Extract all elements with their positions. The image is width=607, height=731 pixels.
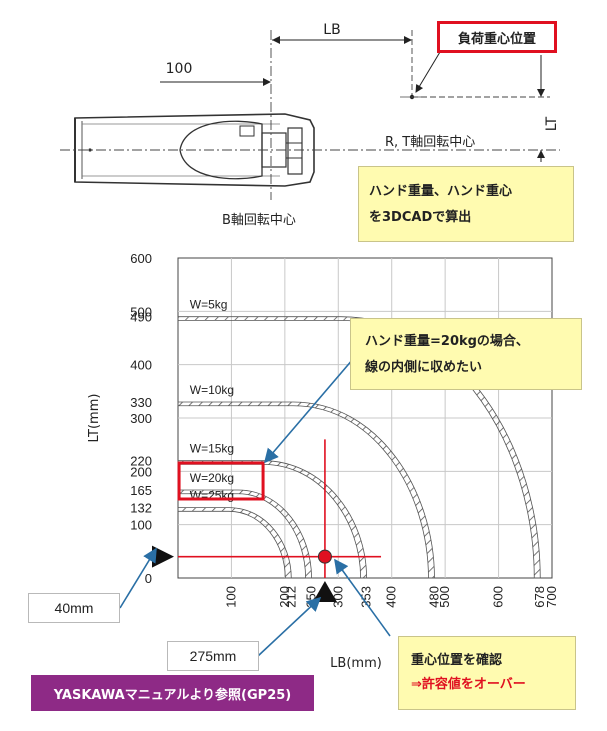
hand-note-line-2: 線の内側に収めたい (365, 360, 483, 375)
hand-weight-note: ハンド重量=20kgの場合、 線の内側に収めたい (350, 318, 582, 390)
load-curve-label: W=20kg (190, 471, 234, 485)
lt-40mm-tag: 40mm (28, 593, 120, 623)
callout-arrows (119, 344, 391, 657)
dimension-100-label: 100 (166, 61, 193, 77)
chart-highlight (152, 439, 382, 602)
x-tick-label: 480 (426, 586, 441, 608)
y-tick-label: 500 (130, 304, 152, 319)
cad-note-line-1: ハンド重量、ハンド重心 (369, 184, 513, 199)
load-curve-band (177, 507, 292, 579)
wrist-drawing: LB 100 LT R, T軸回転中心 B軸回転中心 (60, 22, 560, 228)
load-center-label: 負荷重心位置 (437, 21, 557, 53)
x-tick-label: 678 (532, 586, 547, 608)
y-tick-label: 400 (130, 358, 152, 373)
rt-axis-label: R, T軸回転中心 (385, 135, 475, 150)
y-axis-label: LT(mm) (87, 394, 102, 443)
w20-highlight-box (177, 461, 265, 501)
x-tick-label: 700 (544, 586, 559, 608)
check-note-line-1: 重心位置を確認 (411, 653, 503, 668)
x-tick-label: 100 (223, 586, 238, 608)
y-tick-label: 330 (130, 395, 152, 410)
lt-marker-triangle (152, 545, 174, 568)
center-check-note: 重心位置を確認 ⇒許容値をオーバー (398, 636, 576, 710)
b-axis-label: B軸回転中心 (222, 213, 296, 228)
x-tick-label: 200 (277, 586, 292, 608)
x-tick-label: 300 (330, 586, 345, 608)
x-tick-label: 500 (437, 586, 452, 608)
lb-275mm-tag: 275mm (167, 641, 259, 671)
y-tick-label: 0 (145, 571, 152, 586)
load-curve-band (177, 460, 368, 579)
center-of-gravity-point (317, 549, 332, 564)
y-tick-label: 490 (130, 310, 152, 325)
load-curve-label: W=15kg (190, 442, 234, 456)
cad-note-line-2: を3DCADで算出 (369, 210, 472, 225)
x-axis-label: LB(mm) (330, 656, 382, 671)
wrist-body-outline (74, 113, 315, 187)
lb-dimension-label: LB (323, 22, 340, 38)
lt-dimension-label: LT (544, 116, 560, 131)
load-curve-band (177, 401, 435, 579)
cad-calculation-note: ハンド重量、ハンド重心 を3DCADで算出 (358, 166, 574, 242)
load-curve-label: W=5kg (190, 298, 228, 312)
y-tick-label: 165 (130, 483, 152, 498)
lb-marker-triangle (312, 581, 337, 602)
x-tick-label: 212 (283, 586, 298, 608)
y-tick-label: 200 (130, 464, 152, 479)
x-tick-label: 353 (359, 586, 374, 608)
yaskawa-reference-banner: YASKAWAマニュアルより参照(GP25) (31, 675, 314, 711)
hand-note-line-1: ハンド重量=20kgの場合、 (365, 334, 529, 349)
x-tick-label: 600 (491, 586, 506, 608)
check-note-line-2: ⇒許容値をオーバー (411, 677, 526, 692)
y-tick-label: 132 (130, 501, 152, 516)
y-tick-label: 600 (130, 251, 152, 266)
y-tick-label: 220 (130, 454, 152, 469)
x-tick-label: 400 (384, 586, 399, 608)
y-tick-label: 300 (130, 411, 152, 426)
y-tick-label: 100 (130, 518, 152, 533)
load-curve-label: W=10kg (190, 383, 234, 397)
